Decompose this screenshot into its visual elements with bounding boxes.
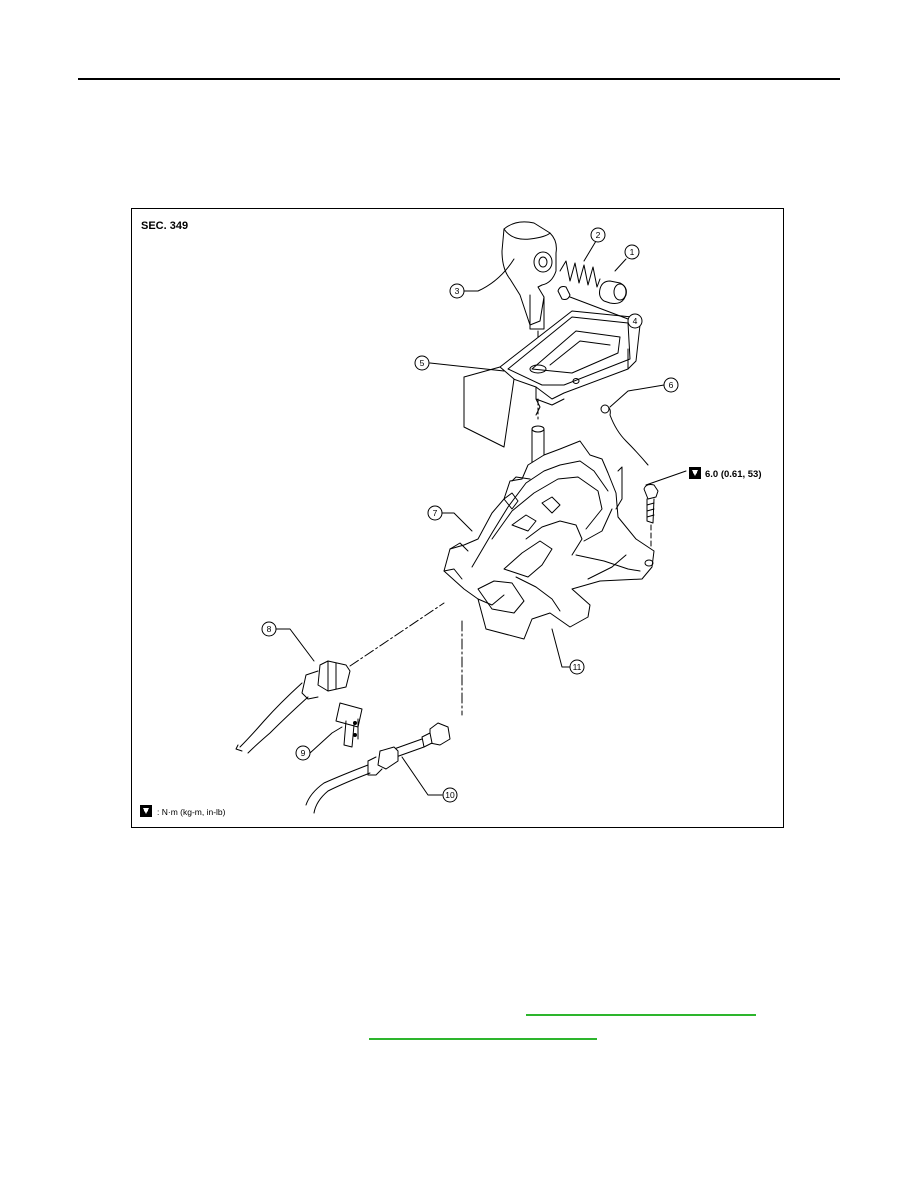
shift-cable-part — [235, 660, 351, 754]
callout-11 — [551, 628, 585, 675]
callout-10 — [401, 756, 458, 803]
section-label: SEC. 349 — [141, 220, 188, 232]
callout-3-number: 3 — [455, 286, 460, 296]
callout-9-number: 9 — [301, 748, 306, 758]
callout-8 — [261, 621, 315, 662]
callout-2 — [583, 227, 606, 262]
header-rule — [78, 78, 840, 80]
torque-wrench-icon — [689, 467, 701, 479]
knob-part — [501, 221, 557, 330]
callout-7 — [427, 505, 473, 532]
button-part — [599, 280, 627, 304]
bolt-part — [643, 484, 659, 550]
interlock-cable-part — [305, 722, 451, 814]
torque-spec: 6.0 (0.61, 53) — [705, 469, 762, 480]
lock-plate-part — [335, 702, 363, 748]
control-device-assembly — [443, 440, 655, 640]
units-legend-icon — [140, 805, 152, 817]
callout-1 — [614, 244, 640, 272]
callout-9 — [295, 726, 343, 761]
reference-link-underline-1[interactable] — [526, 1014, 756, 1016]
callout-8-number: 8 — [267, 624, 272, 634]
callout-4 — [569, 296, 643, 329]
callout-1-number: 1 — [630, 247, 635, 257]
callout-10-number: 10 — [445, 790, 455, 800]
callout-3 — [449, 258, 515, 299]
harness-part — [600, 404, 649, 466]
callout-4-number: 4 — [633, 316, 638, 326]
diagram-canvas: SEC. 349 — [140, 220, 762, 817]
callout-5 — [414, 355, 505, 372]
pin-part — [557, 286, 571, 300]
callout-6 — [609, 377, 679, 408]
exploded-diagram: SEC. 349 — [131, 208, 784, 828]
spring-part — [559, 260, 601, 288]
callout-2-number: 2 — [596, 230, 601, 240]
callout-7-number: 7 — [433, 508, 438, 518]
units-legend: : N·m (kg-m, in-lb) — [157, 807, 226, 817]
reference-link-underline-2[interactable] — [369, 1038, 597, 1040]
callout-6-number: 6 — [669, 380, 674, 390]
indicator-panel-part — [463, 310, 641, 448]
callout-5-number: 5 — [420, 358, 425, 368]
callout-11-number: 11 — [573, 662, 582, 672]
